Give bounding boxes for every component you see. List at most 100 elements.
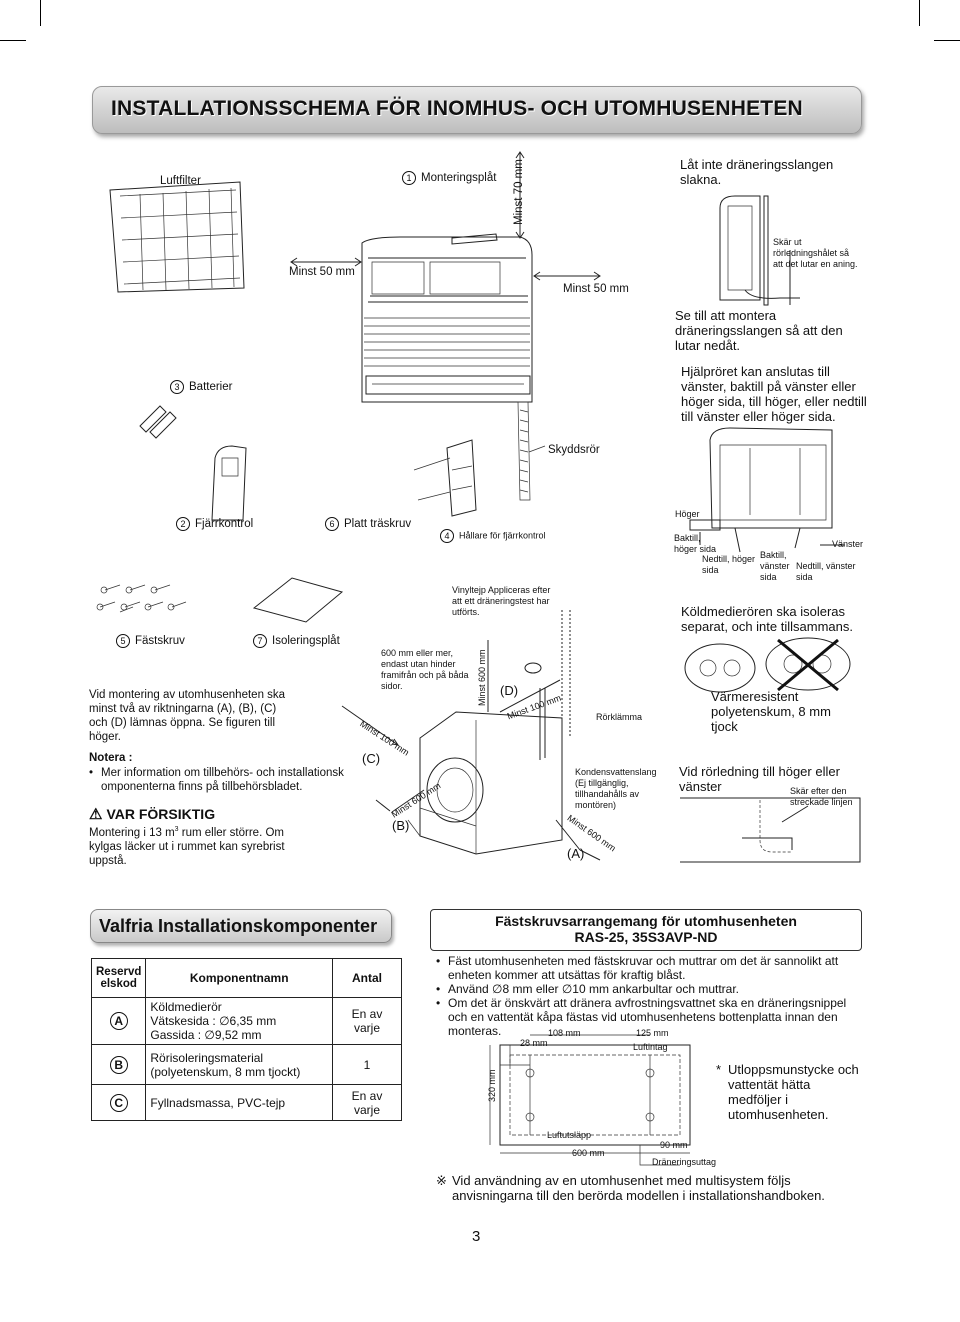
- d108-label: 108 mm: [548, 1028, 581, 1038]
- insulation-plate-drawing: [252, 577, 344, 623]
- name-line: Köldmedierör: [150, 1000, 222, 1014]
- utlopp-note: * Utloppsmunstycke och vattentät hätta m…: [716, 1062, 866, 1122]
- hoger-label: Höger: [675, 509, 700, 519]
- luftintag-label: Luftintag: [633, 1042, 668, 1052]
- batterier-text: Batterier: [189, 381, 233, 394]
- name-line: Vätskesida : ∅6,35 mm: [150, 1014, 277, 1028]
- name-line: Rörisoleringsmaterial: [150, 1050, 264, 1065]
- fastening-box: Fästskruvsarrangemang för utomhusenheten…: [430, 909, 862, 951]
- number-badge: 1: [402, 171, 416, 185]
- hallare-text: Hållare för fjärrkontrol: [459, 530, 546, 541]
- rorklamma-label: Rörklämma: [596, 712, 643, 722]
- nedtill-hoger-label: Nedtill, höger sida: [702, 554, 756, 575]
- warning-icon: ⚠: [89, 806, 103, 823]
- row-name: Fyllnadsmassa, PVC-tejp: [145, 1084, 333, 1121]
- dranering-label: Dräneringsuttag: [652, 1157, 717, 1167]
- fastening-item: Använd ∅8 mm eller ∅10 mm ankarbultar oc…: [436, 982, 861, 996]
- components-heading: Valfria Installationskomponenter: [99, 916, 378, 936]
- page-title-bar: INSTALLATIONSSCHEMA FÖR INOMHUS- OCH UTO…: [92, 86, 862, 134]
- name-line: Gassida : ∅9,52 mm: [150, 1028, 262, 1042]
- hjalprort-note: Hjälpröret kan anslutas till vänster, ba…: [681, 364, 867, 424]
- nedtill-vanster-label: Nedtill, vänster sida: [796, 561, 856, 582]
- skyddsror-label: Skyddsrör: [548, 444, 600, 456]
- row-name: Köldmedierör Vätskesida : ∅6,35 mm Gassi…: [145, 997, 333, 1045]
- row-code: A: [90, 997, 147, 1045]
- skar-efter-note: Skär efter den streckade linjen: [790, 786, 853, 807]
- col-code: Reservd elskod: [90, 958, 147, 998]
- vanster-label: Vänster: [832, 539, 864, 549]
- crop-mark: [919, 0, 920, 26]
- slakna-note: Låt inte dräneringsslangen slakna.: [680, 157, 834, 187]
- batterier-label: 3 Batterier: [170, 380, 232, 394]
- varmeresistent-note: Värmeresistent polyetenskum, 8 mm tjock: [711, 689, 831, 734]
- holder-drawing: [413, 439, 477, 517]
- number-badge: 3: [170, 380, 184, 394]
- table-row: C Fyllnadsmassa, PVC-tejp En av varje: [90, 1084, 402, 1121]
- air-filter-drawing: [109, 181, 245, 293]
- notera-item: Mer information om tillbehörs- och insta…: [89, 766, 349, 794]
- vid-montering-text: Vid montering av utomhusenheten ska mins…: [89, 689, 286, 743]
- name-line: Fyllnadsmassa, PVC-tejp: [150, 1095, 286, 1110]
- monteringsplat-text: Monteringsplåt: [421, 172, 497, 185]
- row-code: B: [90, 1044, 147, 1085]
- indoor-unit-drawing: [290, 151, 601, 501]
- back-cover-drawing: [689, 427, 845, 553]
- minst70-label: Minst 70 mm: [513, 159, 525, 225]
- minst50-left-label: Minst 50 mm: [289, 266, 355, 278]
- minst50-right-label: Minst 50 mm: [563, 283, 629, 295]
- right-pipe-drawing: [680, 797, 861, 863]
- footnote-text: Vid användning av en utomhusenhet med mu…: [452, 1173, 825, 1203]
- utlopp-text: Utloppsmunstycke och vattentät hätta med…: [728, 1062, 859, 1122]
- minst600-a-label: Minst 600 mm: [477, 649, 487, 706]
- number-badge: 6: [325, 517, 339, 531]
- name-line: (polyetenskum, 8 mm tjockt): [150, 1064, 301, 1079]
- forsiktig-sup: 3: [174, 826, 179, 833]
- row-qty: En av varje: [332, 1084, 402, 1121]
- code-b-badge: B: [109, 1055, 128, 1074]
- isolering-text: Isoleringsplåt: [272, 635, 340, 648]
- baktill-vanster-label: Baktill, vänster sida: [760, 550, 790, 582]
- footnote-mark: ※: [436, 1173, 447, 1188]
- notera-list: Mer information om tillbehörs- och insta…: [89, 766, 349, 794]
- col-name: Komponentnamn: [145, 958, 333, 998]
- page-number: 3: [472, 1228, 481, 1245]
- forsiktig-text1: Montering i 13 m: [89, 826, 175, 839]
- var-forsiktig-text: VAR FÖRSIKTIG: [106, 806, 216, 822]
- star-mark: *: [716, 1062, 722, 1077]
- row-code: C: [90, 1084, 147, 1121]
- row-qty: En av varje: [332, 997, 402, 1045]
- d320-label: 320 mm: [487, 1069, 497, 1102]
- d-label: (D): [500, 683, 519, 698]
- fjarrkontroll-text: Fjärrkontrol: [195, 518, 254, 531]
- forsiktig-text2: rum eller större. Om kylgas läcker ut i …: [89, 826, 285, 867]
- var-forsiktig-heading: ⚠VAR FÖRSIKTIG: [89, 805, 215, 823]
- footnote: ※ Vid användning av en utomhusenhet med …: [436, 1173, 866, 1203]
- page-title: INSTALLATIONSSCHEMA FÖR INOMHUS- OCH UTO…: [111, 97, 803, 120]
- fastening-heading1: Fästskruvsarrangemang för utomhusenheten: [495, 913, 797, 929]
- table-header-row: Reservd elskod Komponentnamn Antal: [90, 958, 402, 998]
- side-view-drawing: [719, 195, 800, 306]
- screws-drawing: [96, 584, 187, 613]
- a-label: (A): [567, 846, 585, 861]
- col-qty: Antal: [332, 958, 402, 998]
- baktill-hoger-label: Baktill, höger sida: [674, 533, 717, 554]
- monteringsplat-label: 1 Monteringsplåt: [402, 171, 496, 185]
- fastening-list: Fäst utomhusenheten med fästskruvar och …: [436, 954, 861, 1038]
- luftutslapp-label: Luftutsläpp: [547, 1130, 592, 1140]
- luftfilter-label: Luftfilter: [160, 175, 201, 187]
- c-label: (C): [362, 751, 381, 766]
- number-badge: 5: [116, 634, 130, 648]
- number-badge: 2: [176, 517, 190, 531]
- row-name: Rörisoleringsmaterial (polyetenskum, 8 m…: [145, 1044, 333, 1085]
- components-heading-bar: Valfria Installationskomponenter: [90, 909, 392, 943]
- kondens-label: Kondensvattenslang (Ej tillgänglig, till…: [575, 767, 657, 810]
- vid-rorledning-note: Vid rörledning till höger eller vänster: [679, 764, 840, 794]
- d125-label: 125 mm: [636, 1028, 669, 1038]
- skar-ut-note: Skär ut rörledningshålet så att det luta…: [773, 237, 858, 269]
- insulation-circles-drawing: [684, 637, 851, 693]
- mm600-label: 600 mm eller mer, endast utan hinder fra…: [381, 648, 469, 691]
